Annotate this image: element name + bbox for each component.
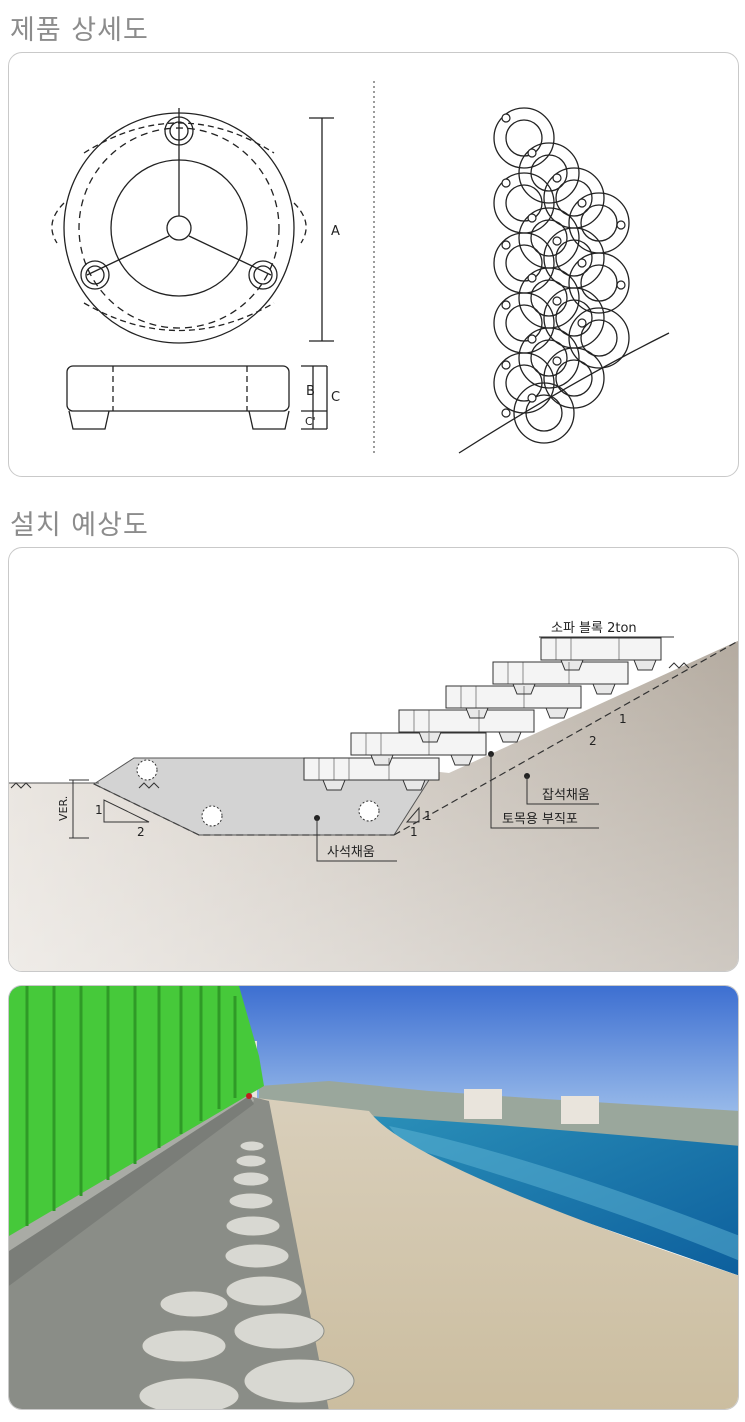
slope-two-b: 2 (589, 734, 597, 748)
product-detail-heading: 제품 상세도 (10, 15, 149, 46)
block-top-view (51, 108, 307, 344)
beach-photo (8, 985, 739, 1410)
geotextile-label: 토목용 부직포 (502, 812, 578, 827)
product-detail-drawing: A B C C' (51, 81, 670, 454)
slope-one-c: 1 (410, 825, 418, 839)
dim-b-label: B (306, 384, 315, 399)
slope-two-a: 2 (137, 825, 145, 839)
ver-label: VER. (57, 796, 70, 821)
stacked-blocks-drawing (458, 107, 670, 454)
slope-one-d: 1 (619, 712, 627, 726)
slope-one-b: 1 (424, 809, 432, 823)
stepped-sofa-blocks (303, 637, 662, 781)
slope-one-a: 1 (95, 803, 103, 817)
crushed-stone-label: 잡석채움 (542, 788, 590, 803)
install-cross-section: 소파 블록 2ton 잡석채움 토목용 부직포 사석채움 VER. 1 2 1 … (9, 621, 738, 971)
gravel-fill-label: 사석채움 (327, 845, 375, 860)
dim-c-prime-label: C' (305, 415, 316, 428)
dim-c-label: C (331, 390, 340, 405)
product-detail-panel: A B C C' (8, 52, 739, 477)
install-view-heading: 설치 예상도 (10, 510, 149, 541)
install-view-panel: 소파 블록 2ton 잡석채움 토목용 부직포 사석채움 VER. 1 2 1 … (8, 547, 739, 972)
dim-a-label: A (331, 224, 340, 239)
block-label: 소파 블록 2ton (551, 621, 637, 636)
block-side-view (66, 365, 290, 430)
